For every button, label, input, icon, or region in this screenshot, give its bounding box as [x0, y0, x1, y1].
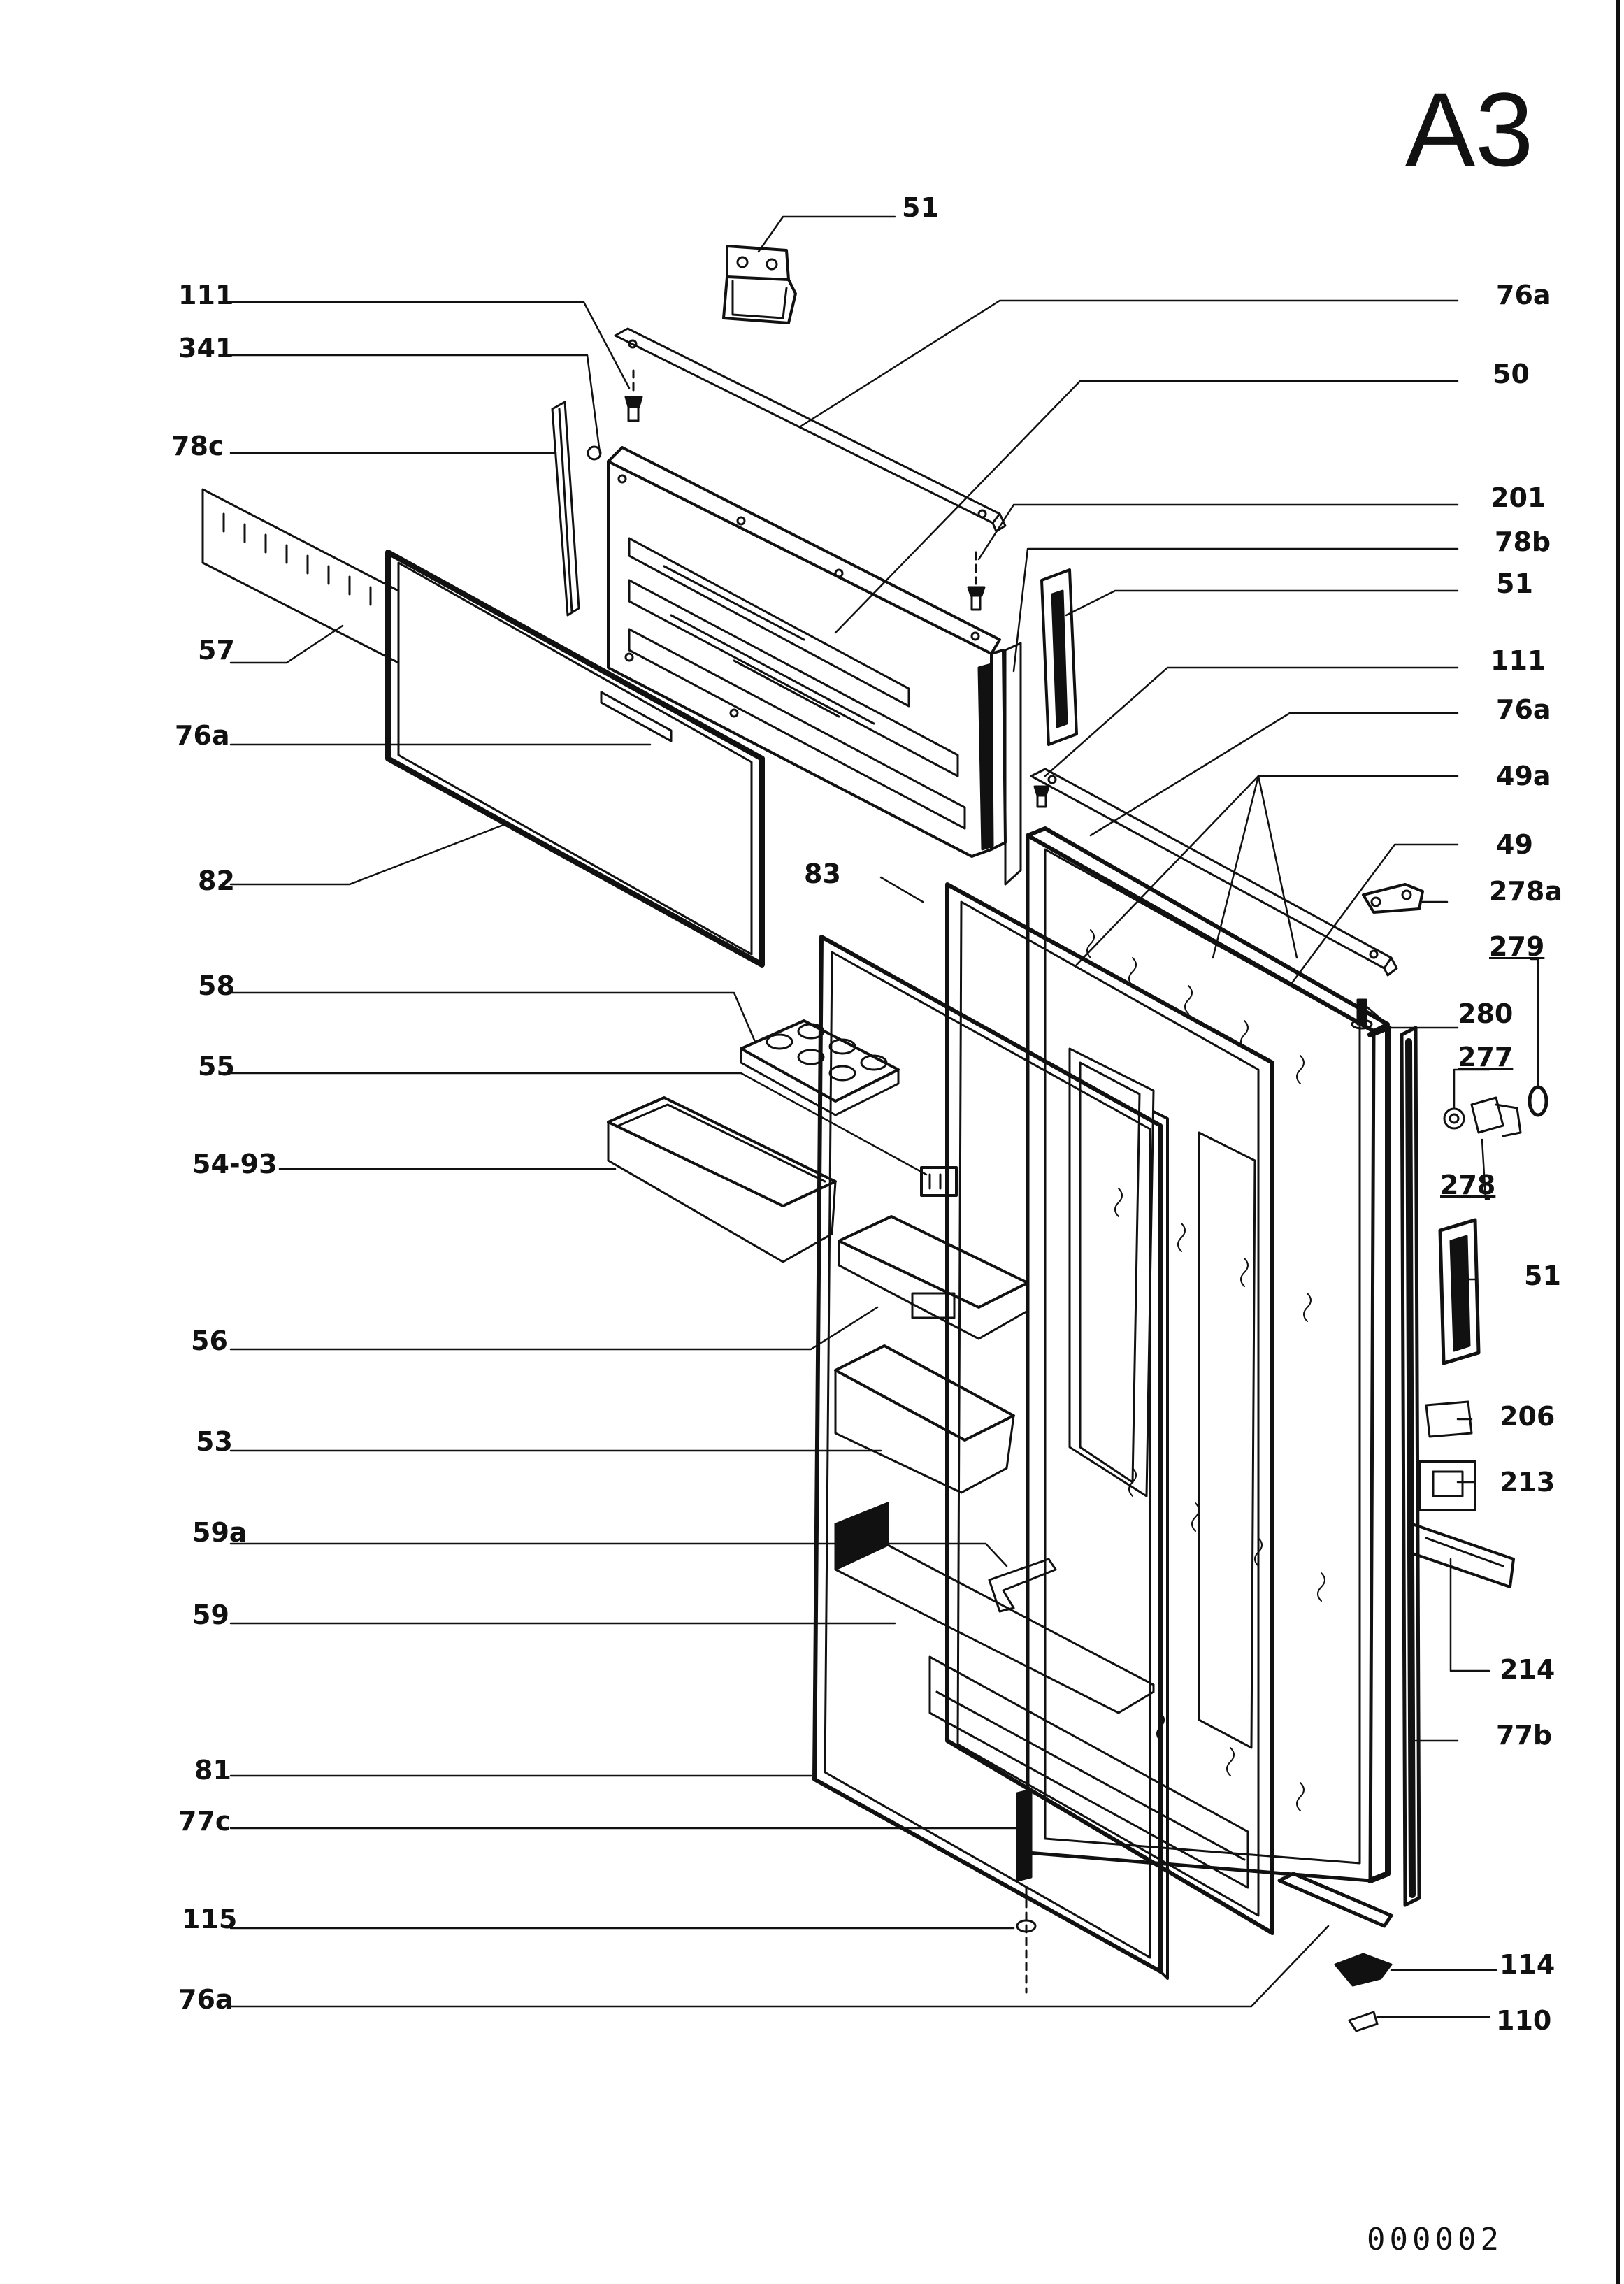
callout-278a: 278a: [1489, 876, 1562, 907]
bar-part-214: [1409, 1524, 1514, 1587]
badge-part-206: [1426, 1402, 1472, 1437]
seal-strip-part-78c: [552, 402, 579, 615]
callout-213: 213: [1500, 1467, 1555, 1497]
freezer-door-part-50: [608, 447, 1005, 856]
page-edge-line: [1616, 0, 1620, 2284]
part-114: [1335, 1954, 1391, 1985]
callout-279: 279: [1489, 931, 1545, 962]
callout-206: 206: [1500, 1401, 1555, 1432]
callout-114: 114: [1500, 1949, 1555, 1980]
crisper-part-56: [839, 1216, 1028, 1339]
rail-part-76a-right: [1031, 769, 1397, 975]
handle-part-51-mid: [1042, 570, 1077, 745]
inner-liner-part-83: [930, 884, 1272, 1933]
drawing-number: 000002: [1367, 2222, 1503, 2257]
lock-parts-277-278-279: [1444, 1087, 1546, 1136]
callout-57: 57: [198, 635, 235, 666]
callout-111-right: 111: [1490, 645, 1546, 676]
callout-76a-top: 76a: [1496, 280, 1551, 310]
callout-76a-right: 76a: [1496, 694, 1551, 725]
callout-59a: 59a: [192, 1517, 247, 1548]
callout-49: 49: [1496, 829, 1533, 860]
callout-83: 83: [804, 859, 841, 889]
callout-278: 278: [1440, 1170, 1496, 1200]
callout-77b: 77b: [1496, 1720, 1553, 1751]
door-liner-part-81: [814, 937, 1167, 1978]
part-110: [1349, 2012, 1377, 2031]
callout-58: 58: [198, 970, 235, 1001]
callout-76a-bottom: 76a: [178, 1984, 233, 2015]
callout-111-left: 111: [178, 280, 234, 310]
seal-strip-part-78b: [1005, 643, 1021, 884]
screw-part-111-right: [1035, 787, 1049, 807]
callout-51-bottom: 51: [1524, 1260, 1561, 1291]
callout-341: 341: [178, 333, 234, 364]
rail-part-76a-bottom: [1279, 1874, 1391, 1926]
rail-part-76a-top: [615, 329, 1005, 531]
door-shelf-part-59: [835, 1503, 1154, 1713]
frame-part-82: [388, 552, 762, 965]
screw-part-201: [968, 552, 984, 610]
callout-277: 277: [1458, 1042, 1514, 1072]
clip-part-55: [921, 1168, 956, 1195]
plate-part-213: [1419, 1461, 1475, 1510]
screw-part-111-left: [626, 371, 642, 421]
callout-76a-left: 76a: [175, 720, 230, 751]
callout-56: 56: [191, 1326, 228, 1356]
leader-lines: [231, 217, 1538, 2017]
handle-part-51-bottom: [1440, 1220, 1479, 1363]
callout-115: 115: [182, 1904, 238, 1934]
callout-214: 214: [1500, 1654, 1555, 1685]
washer-part-115: [1017, 1888, 1035, 1992]
egg-tray-part-58: [741, 1021, 898, 1115]
callout-54-93: 54-93: [192, 1149, 278, 1179]
callout-51-top: 51: [902, 192, 939, 223]
callout-82: 82: [198, 866, 235, 896]
hinge-part-51-top: [724, 246, 796, 323]
callout-78b: 78b: [1495, 526, 1551, 557]
door-bin-part-53: [835, 1346, 1014, 1493]
callout-51-mid: 51: [1496, 568, 1533, 599]
page-id: A3: [1405, 71, 1534, 188]
bracket-part-59a: [989, 1559, 1056, 1611]
callout-59: 59: [192, 1600, 229, 1630]
callout-53: 53: [196, 1426, 233, 1457]
callout-49a: 49a: [1496, 761, 1551, 791]
bracket-part-278a: [1363, 884, 1423, 912]
hinge-pin-part-280: [1352, 1000, 1372, 1028]
seal-part-77c: [1017, 1790, 1031, 1881]
insulation-panel-part-49: [1028, 828, 1388, 1881]
callout-110: 110: [1496, 2005, 1552, 2036]
callout-78c: 78c: [171, 431, 224, 461]
callout-55: 55: [198, 1051, 235, 1082]
seal-strip-part-77b: [1402, 1028, 1419, 1905]
door-bin-part-54-93: [608, 1098, 835, 1262]
callout-77c: 77c: [178, 1806, 231, 1837]
callout-50: 50: [1493, 359, 1530, 389]
callout-201: 201: [1490, 482, 1546, 513]
callout-280: 280: [1458, 998, 1514, 1029]
callout-81: 81: [194, 1755, 231, 1786]
